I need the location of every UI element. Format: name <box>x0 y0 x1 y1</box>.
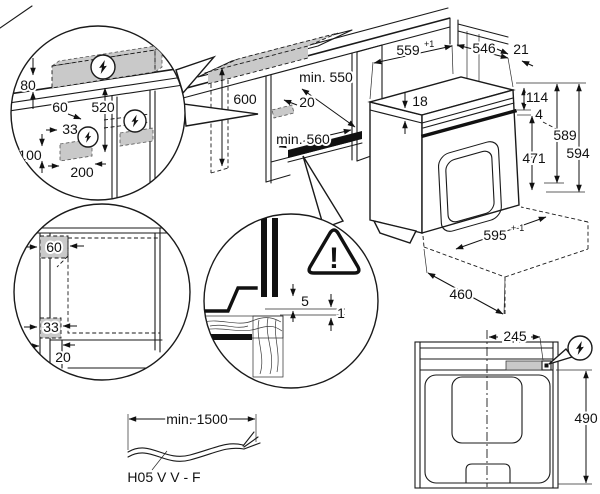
oven-top-view: 245 490 <box>414 326 600 489</box>
dim-5: 5 <box>301 293 309 309</box>
dim-200: 200 <box>70 164 94 180</box>
power-connection-icon <box>90 54 116 80</box>
dim-559-tolerance: +1 <box>424 39 434 49</box>
dim-1: 1 <box>337 305 345 321</box>
dim-21: 21 <box>513 41 529 57</box>
cabinet-scene: 600 min. 550 20 min. 560 <box>197 29 383 184</box>
dim-60: 60 <box>52 99 68 115</box>
dim-114: 114 <box>526 89 549 105</box>
dim-460: 460 <box>449 286 473 302</box>
niche-dashed-outline <box>67 237 161 334</box>
detail-socket-side: 80 60 520 33 100 200 <box>10 25 186 201</box>
dim-520: 520 <box>91 99 115 115</box>
dim-60: 60 <box>46 239 62 255</box>
dim-min550: min. 550 <box>299 69 353 85</box>
dim-80: 80 <box>20 77 36 93</box>
dim-33: 33 <box>43 319 59 335</box>
detail-circle-frame <box>203 213 379 389</box>
hob-projection-dashed <box>210 80 229 174</box>
power-connection-icon <box>123 109 147 133</box>
oven-body-outline <box>424 374 551 484</box>
dim-20: 20 <box>299 94 315 110</box>
dim-595: 595 <box>483 227 507 243</box>
cable-drawing <box>127 431 261 471</box>
socket-zone-side-wall <box>271 104 295 119</box>
cable-detail: min. 1500 H05 V V - F <box>127 409 261 485</box>
dim-546: 546 <box>472 40 496 56</box>
power-connection-icon <box>548 335 593 365</box>
clearance-dashed-box <box>422 206 589 314</box>
oven-foot <box>372 219 418 244</box>
dim-594: 594 <box>566 145 590 161</box>
cabinet-outline <box>414 341 559 489</box>
dim-245: 245 <box>503 328 527 344</box>
dim-min1500: min. 1500 <box>166 411 228 427</box>
dim-600: 600 <box>233 91 257 107</box>
mains-terminal <box>541 360 552 371</box>
dim-18: 18 <box>412 93 428 109</box>
warning-triangle-icon: ! <box>307 228 361 275</box>
dim-589: 589 <box>553 127 577 143</box>
cable-type-label: H05 V V - F <box>127 469 200 485</box>
wood-section <box>204 315 284 378</box>
dim-471: 471 <box>522 150 546 166</box>
callout-arrow-socket-zone <box>183 103 259 127</box>
warning-exclamation: ! <box>329 242 339 275</box>
front-notch <box>465 463 511 484</box>
dim-4: 4 <box>535 106 543 122</box>
control-panel-strip <box>420 108 518 139</box>
power-connection-icon <box>77 126 99 148</box>
dim-595-tolerance: +-1 <box>511 223 524 233</box>
hob-cutout-front-face <box>208 46 308 84</box>
back-panel-bar <box>261 218 267 297</box>
detail-rear-gap: 5 1 ! <box>203 213 379 389</box>
dim-559: 559 <box>396 42 420 58</box>
oven-side-panel <box>369 101 423 234</box>
socket-zone-top <box>40 236 68 258</box>
socket-zone-right <box>119 127 154 147</box>
dim-33: 33 <box>62 121 78 137</box>
socket-zone-bottom <box>40 318 61 338</box>
terminal-zone-strip <box>506 361 542 370</box>
oven-3d-view: 559 +1 546 21 18 114 4 471 589 594 <box>367 38 592 315</box>
oven-front-panel <box>421 89 520 234</box>
dim-min560: min. 560 <box>276 131 330 147</box>
dim-100: 100 <box>18 147 42 163</box>
back-panel-bar <box>272 218 278 297</box>
oven-dimensions: 559 +1 546 21 18 114 4 471 589 594 <box>369 38 592 315</box>
detail-front-view: 60 33 20 <box>13 203 191 381</box>
dim-490: 490 <box>574 410 598 426</box>
dim-20: 20 <box>55 349 71 365</box>
hob-cutout-zone <box>208 33 338 72</box>
